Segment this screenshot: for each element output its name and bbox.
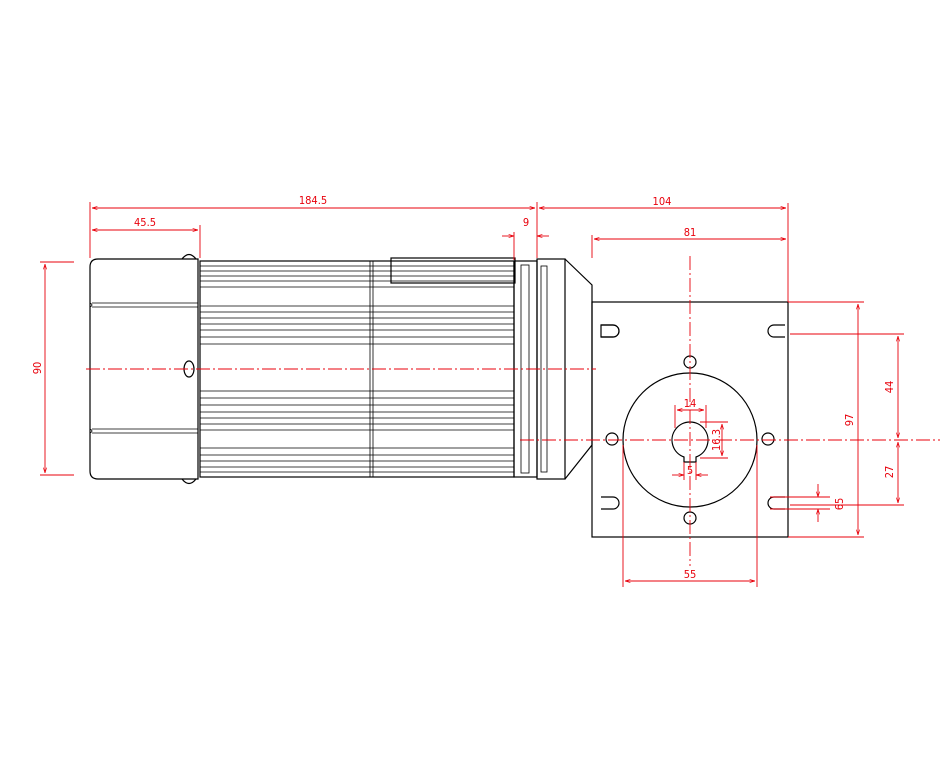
motor-end-cap: [89, 258, 199, 480]
center-lines: [86, 256, 940, 566]
bolt-hole-right: [761, 432, 775, 446]
dim-end-cap-length: 45.5: [134, 216, 156, 229]
dim-overall-length: 184.5: [299, 194, 327, 207]
keyed-shaft-bore: [671, 421, 709, 463]
dim-mount-hole-spacing: 81: [684, 226, 697, 239]
dim-flange-thickness: 9: [523, 216, 529, 229]
dim-upper-offset: 44: [883, 381, 896, 394]
dim-shaft-diameter: 14: [684, 397, 697, 410]
dim-gearbox-width: 104: [653, 195, 672, 208]
dim-boss-diameter: 55: [684, 568, 697, 581]
bolt-hole-left: [605, 432, 619, 446]
cooling-fins: [200, 261, 514, 477]
dim-gearbox-height: 97: [843, 414, 856, 427]
dim-motor-diameter: 90: [31, 362, 44, 375]
dim-key-width: 5: [687, 464, 693, 477]
terminal-box: [390, 257, 516, 284]
dim-lower-offset: 27: [883, 466, 896, 479]
dimension-lines: [40, 202, 904, 587]
dim-slot-spacing: 65: [833, 498, 846, 511]
dim-key-height: 16.3: [710, 429, 723, 451]
